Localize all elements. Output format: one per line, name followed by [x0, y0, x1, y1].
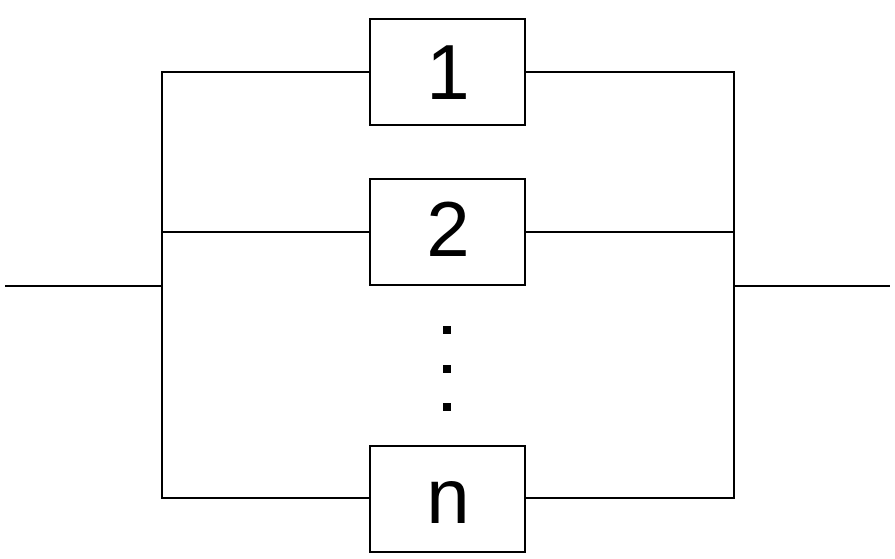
branch-n: n	[161, 445, 735, 553]
ellipsis-dot-3	[443, 403, 451, 411]
vertical-ellipsis	[443, 326, 451, 411]
block-n-box	[369, 445, 526, 553]
block-1-label: 1	[426, 28, 469, 116]
ellipsis-dot-2	[443, 365, 451, 373]
ellipsis-dot-1	[443, 326, 451, 334]
block-n-label: n	[426, 452, 469, 540]
branch-2: 2	[161, 178, 735, 286]
block-2-label: 2	[426, 185, 469, 273]
block-2-box	[369, 178, 526, 286]
branch-1: 1	[161, 18, 735, 126]
block-1-box	[369, 18, 526, 126]
